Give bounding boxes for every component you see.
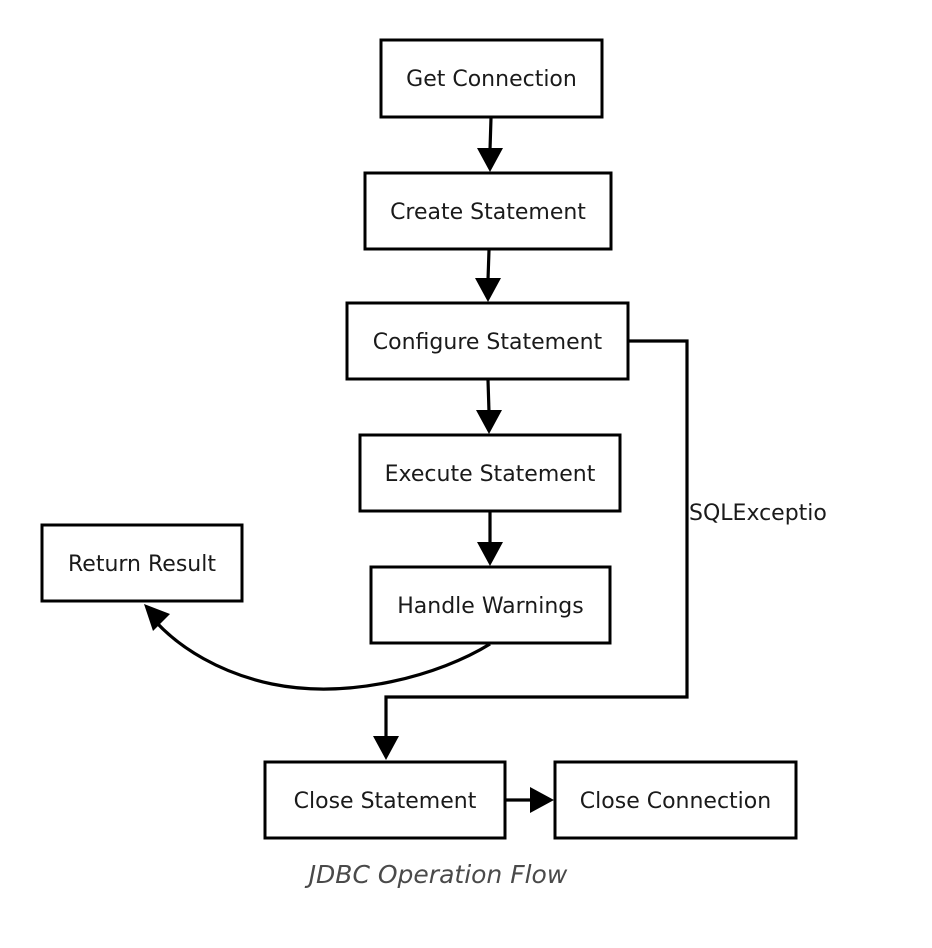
node-return-result: Return Result	[40, 523, 244, 603]
node-label-return-result: Return Result	[68, 552, 216, 577]
node-close-statement: Close Statement	[263, 760, 507, 840]
node-label-close-statement: Close Statement	[294, 789, 477, 814]
edge-handle-warnings-to-return-result	[154, 620, 491, 691]
arrowhead-return-result	[144, 604, 170, 631]
arrowhead-execute-statement	[476, 410, 502, 434]
node-label-create-statement: Create Statement	[390, 200, 586, 225]
node-close-connection: Close Connection	[553, 760, 798, 840]
edge-get-connection-to-create-statement	[488, 117, 493, 151]
node-configure-statement: Configure Statement	[345, 301, 630, 381]
edge-sqlexception-path	[384, 339, 689, 738]
node-label-execute-statement: Execute Statement	[385, 462, 596, 487]
node-label-get-connection: Get Connection	[406, 67, 577, 92]
node-label-close-connection: Close Connection	[580, 789, 771, 814]
node-get-connection: Get Connection	[379, 38, 604, 119]
arrowhead-close-connection	[530, 787, 554, 813]
arrowhead-handle-warnings	[477, 542, 503, 566]
node-execute-statement: Execute Statement	[358, 433, 622, 513]
node-label-configure-statement: Configure Statement	[373, 330, 603, 355]
arrowhead-close-statement	[373, 736, 399, 760]
node-label-handle-warnings: Handle Warnings	[397, 594, 583, 619]
edge-configure-statement-to-execute-statement	[486, 379, 491, 413]
arrowhead-create-statement	[477, 148, 503, 172]
edges: SQLExceptio	[144, 117, 827, 813]
node-handle-warnings: Handle Warnings	[369, 565, 612, 645]
edge-create-statement-to-configure-statement	[486, 249, 491, 281]
node-create-statement: Create Statement	[363, 171, 613, 251]
sqlexception-label: SQLExceptio	[689, 501, 827, 526]
arrowhead-configure-statement	[475, 278, 501, 302]
figure-caption: JDBC Operation Flow	[308, 860, 568, 889]
